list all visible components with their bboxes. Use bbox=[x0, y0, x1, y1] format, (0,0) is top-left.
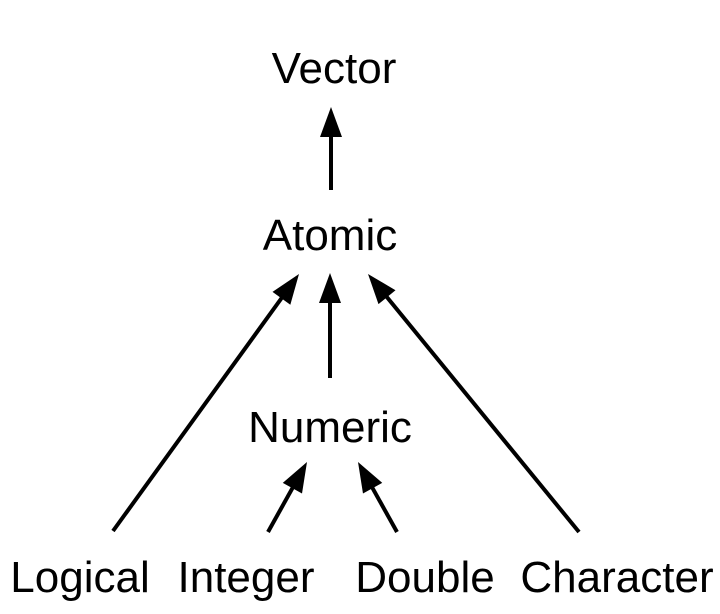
node-atomic: Atomic bbox=[263, 211, 397, 260]
arrowhead-icon bbox=[282, 462, 307, 494]
arrow-numeric-to-atomic bbox=[319, 273, 341, 378]
arrowhead-icon bbox=[358, 462, 383, 494]
arrow-logical-to-atomic bbox=[111, 274, 299, 533]
node-integer: Integer bbox=[178, 553, 315, 602]
arrow-shaft bbox=[383, 293, 581, 534]
node-vector: Vector bbox=[272, 44, 397, 93]
arrowhead-icon bbox=[272, 274, 299, 305]
node-character: Character bbox=[520, 553, 713, 602]
arrow-integer-to-numeric bbox=[266, 462, 307, 533]
arrow-shaft bbox=[369, 484, 399, 533]
arrow-character-to-atomic bbox=[368, 274, 581, 534]
arrow-shaft bbox=[266, 484, 296, 533]
node-double: Double bbox=[355, 553, 494, 602]
node-numeric: Numeric bbox=[248, 403, 412, 452]
arrow-double-to-numeric bbox=[358, 462, 399, 533]
node-logical: Logical bbox=[10, 553, 149, 602]
arrow-shaft bbox=[111, 294, 285, 533]
arrowhead-icon bbox=[319, 273, 341, 303]
arrowhead-icon bbox=[320, 107, 342, 137]
arrowhead-icon bbox=[368, 274, 396, 305]
arrow-atomic-to-vector bbox=[320, 107, 342, 190]
